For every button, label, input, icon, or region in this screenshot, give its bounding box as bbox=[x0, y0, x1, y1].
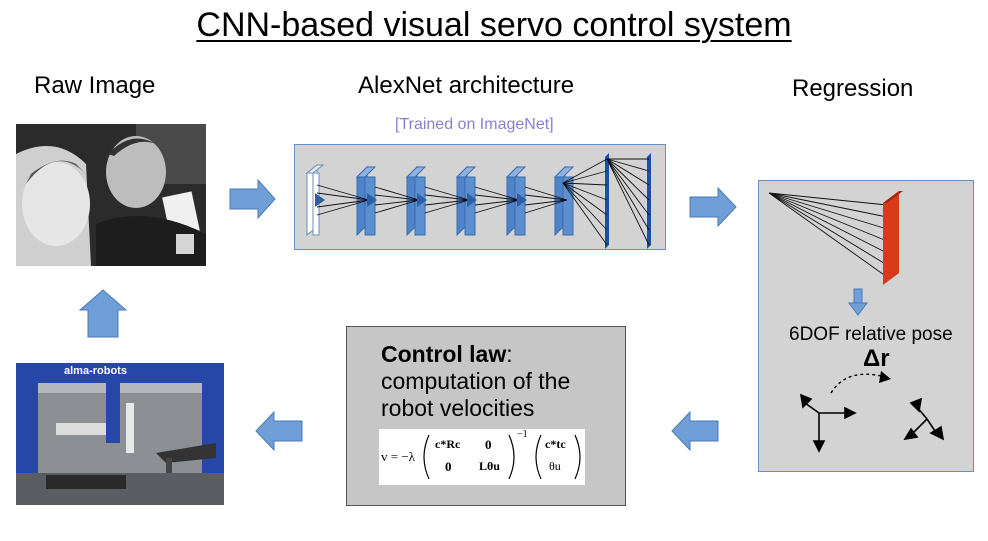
regression-connections bbox=[768, 192, 888, 278]
arrow-left-1 bbox=[671, 410, 719, 452]
fc-layer-2 bbox=[647, 153, 651, 249]
formula: v = −λ c*Rc 0 0 Lθu −1 c*tc θu bbox=[379, 429, 585, 485]
formula-m12: 0 bbox=[485, 437, 492, 452]
formula-v2: θu bbox=[549, 459, 561, 473]
kernel-markers bbox=[315, 193, 527, 207]
output-layer bbox=[883, 191, 903, 285]
control-law-heading: Control law bbox=[381, 341, 507, 367]
fc-connections bbox=[562, 158, 650, 246]
control-law-box: Control law: computation of the robot ve… bbox=[346, 326, 626, 506]
formula-m21: 0 bbox=[445, 459, 452, 474]
arrow-left-2 bbox=[255, 410, 303, 452]
trained-on-label: [Trained on ImageNet] bbox=[395, 116, 554, 133]
alexnet-layers bbox=[305, 153, 651, 249]
raw-image-photo bbox=[16, 124, 206, 266]
delta-r-label: Δr bbox=[863, 345, 890, 372]
robot-drawing bbox=[16, 363, 224, 505]
arrow-up bbox=[78, 289, 128, 338]
motion-arc-arrow bbox=[830, 371, 891, 394]
arrow-right-2 bbox=[689, 186, 737, 228]
control-law-text: Control law: computation of the robot ve… bbox=[381, 341, 621, 422]
robot-photo: alma-robots bbox=[16, 363, 224, 505]
diagram-title: CNN-based visual servo control system bbox=[196, 6, 792, 44]
robot-banner-text: alma-robots bbox=[64, 365, 127, 377]
pose-frame-right bbox=[903, 397, 945, 441]
formula-m11: c*Rc bbox=[435, 437, 461, 451]
arrow-right-1 bbox=[229, 178, 276, 220]
raw-image-label: Raw Image bbox=[34, 72, 156, 99]
control-law-colon: : bbox=[506, 341, 513, 367]
alexnet-panel bbox=[294, 144, 666, 250]
formula-m22: Lθu bbox=[479, 459, 500, 473]
down-arrow-small bbox=[848, 288, 868, 316]
regression-panel: 6DOF relative pose Δr bbox=[758, 180, 974, 472]
fc-layer-1 bbox=[605, 153, 609, 249]
control-law-line1: computation of the bbox=[381, 368, 571, 394]
control-law-line2: robot velocities bbox=[381, 395, 535, 421]
pose-label: 6DOF relative pose bbox=[789, 324, 953, 345]
alexnet-label: AlexNet architecture bbox=[358, 72, 575, 99]
regression-label: Regression bbox=[792, 75, 914, 102]
raw-image-drawing bbox=[16, 124, 206, 266]
formula-exponent: −1 bbox=[517, 429, 528, 440]
pose-frame-left bbox=[799, 393, 857, 453]
regression-drawing bbox=[768, 191, 945, 453]
kernel-connections bbox=[316, 184, 568, 216]
formula-lhs: v = −λ bbox=[381, 449, 415, 464]
formula-v1: c*tc bbox=[545, 437, 566, 451]
formula-brackets bbox=[423, 434, 581, 480]
